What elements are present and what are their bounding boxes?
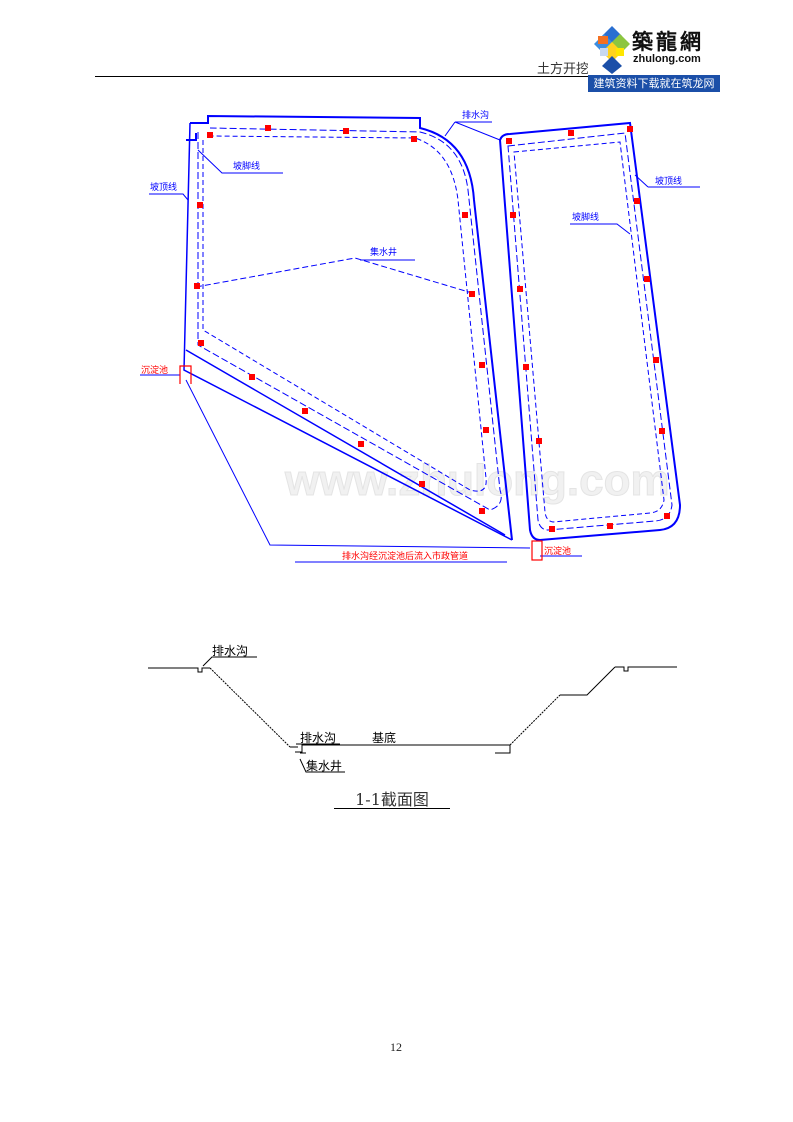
label-drain-ditch: 排水沟 <box>462 109 489 121</box>
section-label-sump: 集水井 <box>306 758 342 773</box>
pinwheel-logo-icon <box>594 26 630 74</box>
left-pit-outline <box>183 114 513 541</box>
zhulong-logo: 築龍網 zhulong.com 建筑资料下载就在筑龙网 <box>588 20 720 92</box>
right-pit-outline <box>498 121 682 542</box>
label-sump-pit: 集水井 <box>370 246 397 258</box>
caption-underline <box>334 808 450 809</box>
section-label-top-drain: 排水沟 <box>212 644 248 658</box>
label-slope-top-right: 坡顶线 <box>655 175 682 187</box>
section-1-1-drawing <box>148 656 677 773</box>
label-slope-toe-right: 坡脚线 <box>572 211 599 223</box>
label-slope-top-left: 坡顶线 <box>150 181 177 193</box>
sump-pit-markers <box>194 125 670 532</box>
label-outflow-note: 排水沟经沉淀池后流入市政管道 <box>342 550 468 562</box>
label-leaders <box>140 121 700 563</box>
label-sediment-tank-left: 沉淀池 <box>141 364 168 376</box>
section-label-base: 基底 <box>372 730 396 745</box>
logo-slogan: 建筑资料下载就在筑龙网 <box>588 75 720 92</box>
section-caption: 1-1截面图 <box>355 790 429 809</box>
sediment-tanks <box>179 365 543 561</box>
section-label-bottom-drain: 排水沟 <box>300 731 336 745</box>
label-sediment-tank-right: 沉淀池 <box>544 545 571 557</box>
header-rule <box>95 76 600 77</box>
label-slope-toe-left: 坡脚线 <box>233 160 260 172</box>
watermark: www.zhulong.com <box>284 456 670 505</box>
logo-name: 築龍網 <box>632 30 704 54</box>
document-header-title: 土方开挖 <box>537 62 590 77</box>
logo-domain: zhulong.com <box>633 53 701 65</box>
page-number: 12 <box>390 1040 402 1054</box>
